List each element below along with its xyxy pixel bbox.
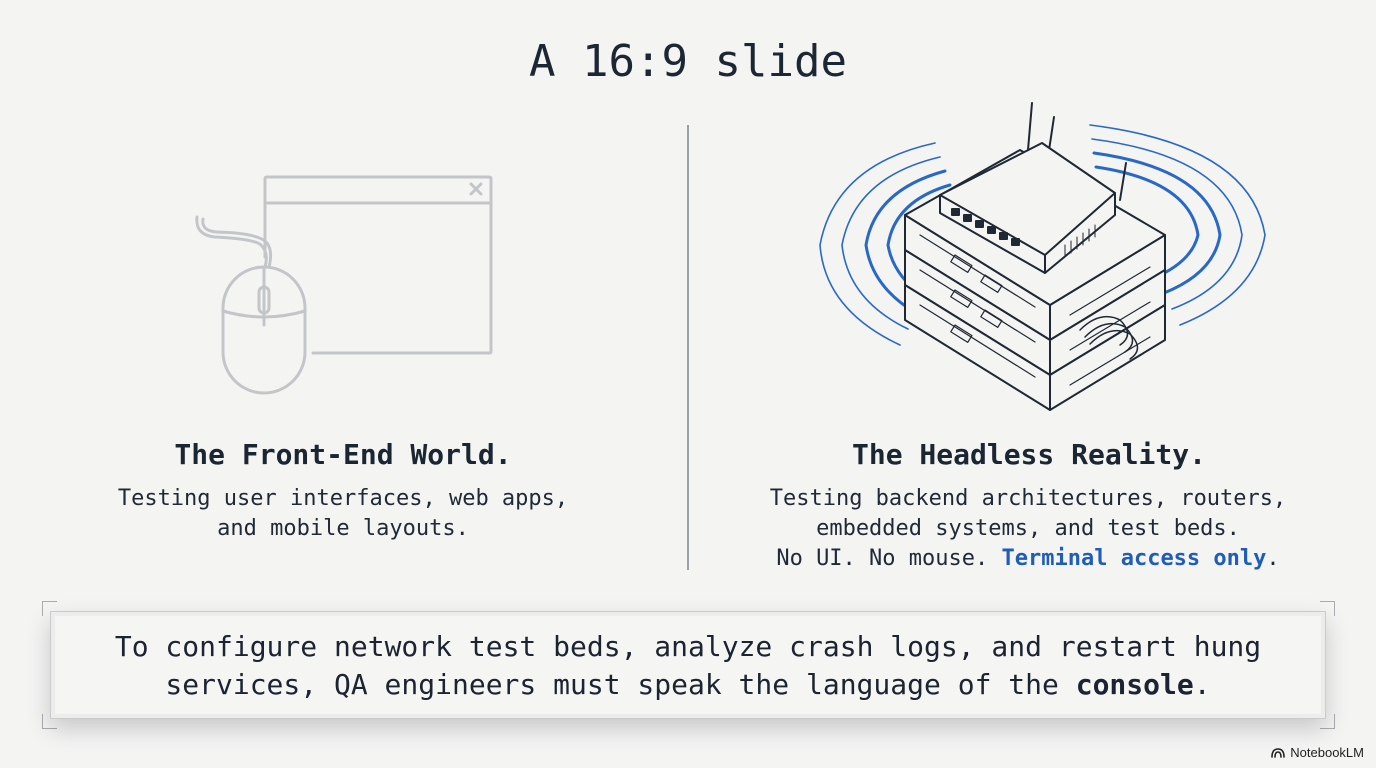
notebooklm-logo-icon	[1271, 748, 1286, 758]
callout-line-2-plain: services, QA engineers must speak the la…	[165, 668, 1076, 701]
headless-line-3-end: .	[1266, 546, 1280, 571]
terminal-access-highlight: Terminal access only	[1001, 546, 1267, 571]
headless-description: Testing backend architectures, routers, …	[748, 484, 1308, 574]
callout-corner-top-left	[42, 601, 57, 616]
callout-corner-bottom-right	[1320, 714, 1335, 729]
callout-text: To configure network test beds, analyze …	[51, 628, 1325, 704]
callout-box: To configure network test beds, analyze …	[50, 611, 1326, 719]
watermark-label: NotebookLM	[1290, 745, 1364, 760]
callout-line-2-end: .	[1193, 668, 1211, 701]
router-icon	[819, 102, 1266, 411]
column-divider	[687, 125, 689, 570]
headless-line-2: embedded systems, and test beds.	[816, 516, 1240, 541]
computer-mouse-icon	[195, 215, 307, 395]
browser-window-icon	[195, 175, 493, 395]
headless-heading: The Headless Reality.	[851, 438, 1206, 471]
notebooklm-watermark: NotebookLM	[1271, 745, 1364, 760]
frontend-heading: The Front-End World.	[174, 438, 512, 471]
slide-title: A 16:9 slide	[529, 36, 847, 87]
browser-window-icon	[263, 175, 493, 355]
headless-line-1: Testing backend architectures, routers,	[769, 486, 1287, 511]
frontend-line-1: Testing user interfaces, web apps,	[117, 486, 569, 511]
wireless-signal-icon	[819, 124, 1266, 346]
callout-line-2: services, QA engineers must speak the la…	[51, 666, 1325, 704]
callout-line-1: To configure network test beds, analyze …	[114, 630, 1262, 663]
headless-line-3: No UI. No mouse. Terminal access only.	[748, 544, 1308, 574]
frontend-description: Testing user interfaces, web apps, and m…	[88, 484, 598, 544]
headless-line-3-plain: No UI. No mouse.	[776, 546, 1002, 571]
callout-corner-top-right	[1320, 601, 1335, 616]
console-emphasis: console	[1075, 668, 1194, 701]
callout-corner-bottom-left	[42, 714, 57, 729]
frontend-line-2: and mobile layouts.	[217, 516, 469, 541]
router-icon	[939, 102, 1127, 274]
